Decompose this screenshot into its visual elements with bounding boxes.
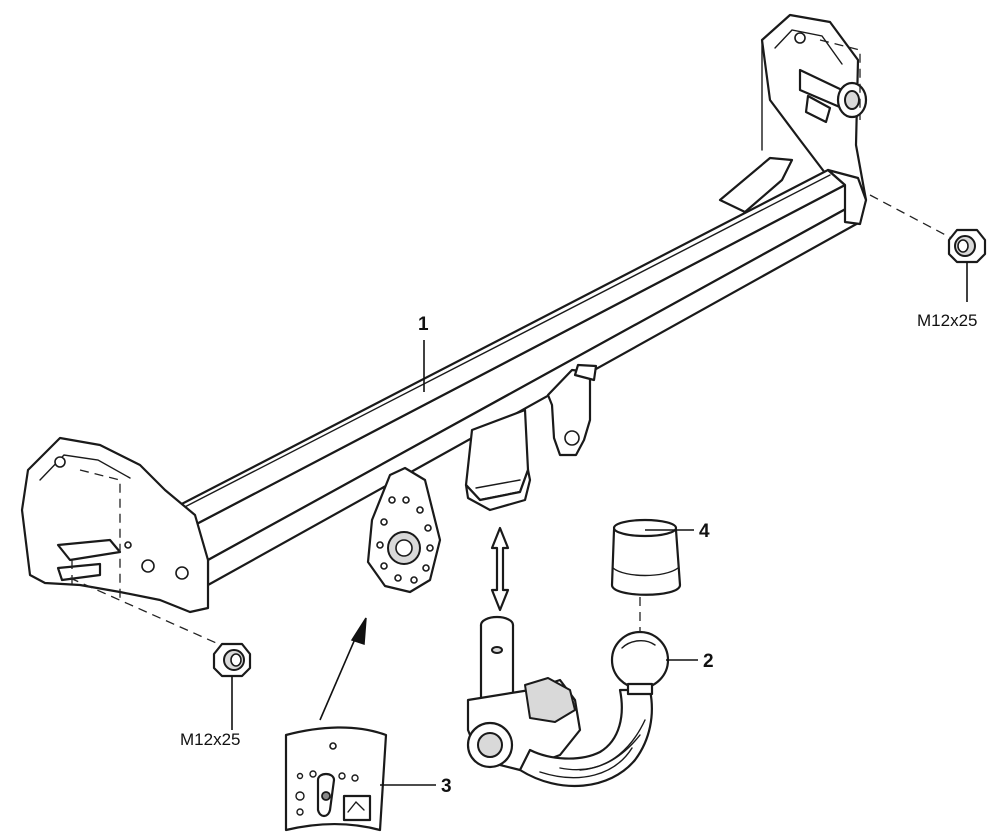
callout-1: 1 — [418, 314, 429, 335]
hex-nut-icon — [947, 228, 987, 264]
arrow-up-icon — [319, 617, 367, 721]
right-alignment-line — [869, 194, 956, 241]
callout-4: 4 — [699, 521, 710, 542]
right-nut-label: M12x25 — [917, 311, 977, 330]
left-mounting-bracket — [20, 436, 210, 614]
callout-3: 3 — [441, 776, 452, 797]
socket-mounting-plate — [366, 466, 442, 594]
hex-nut-icon — [212, 642, 252, 678]
instruction-card — [284, 726, 388, 832]
left-nut-label: M12x25 — [180, 730, 240, 749]
center-socket — [464, 363, 598, 512]
plate-holes — [376, 496, 434, 584]
tow-ball-cap — [610, 518, 682, 596]
tow-ball-hook — [466, 615, 670, 788]
cross-beam — [168, 156, 868, 587]
callout-2: 2 — [703, 651, 714, 672]
double-arrow-icon — [490, 526, 510, 612]
